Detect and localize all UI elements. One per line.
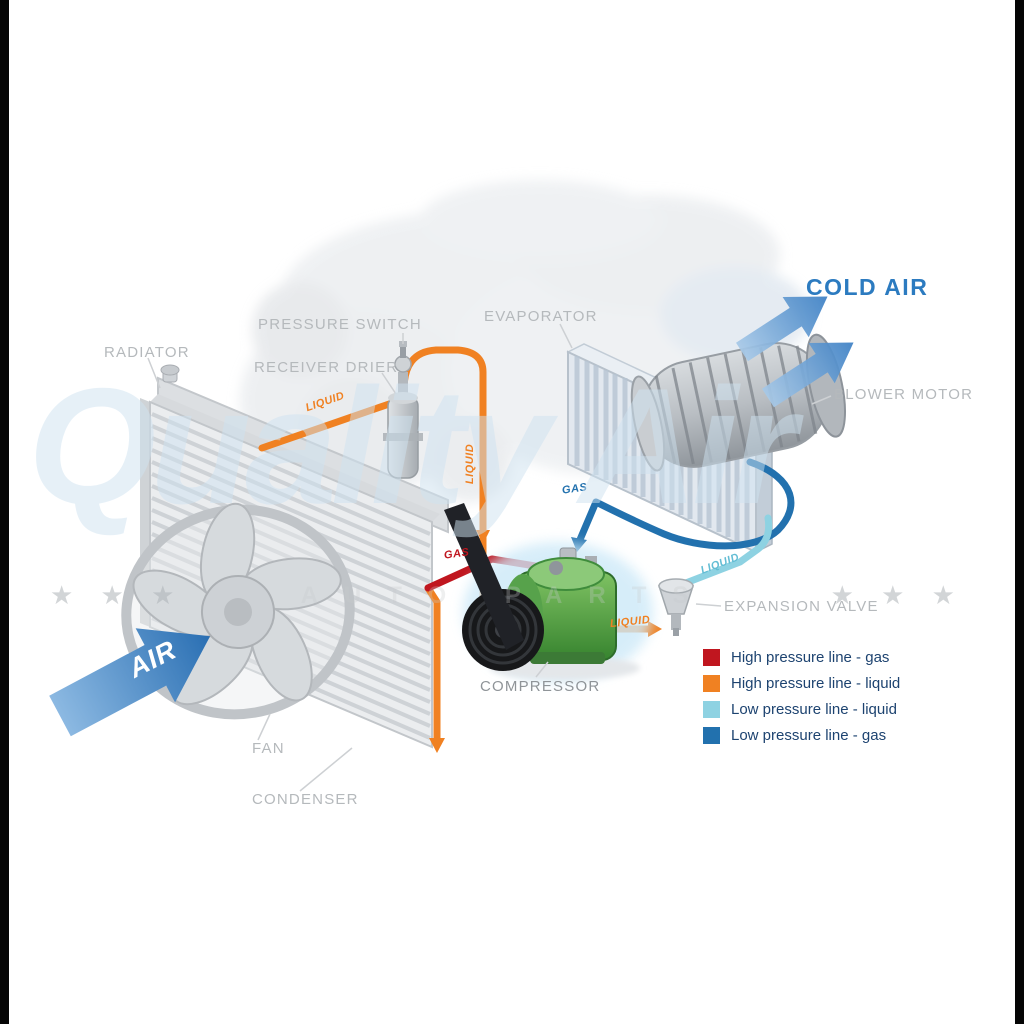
fan-label: FAN [252, 740, 285, 757]
pressure-switch-stem [400, 346, 406, 358]
air-arrow-icon [49, 628, 211, 737]
legend-label: High pressure line - gas [731, 649, 890, 666]
cold-air-arrow-icon [762, 342, 854, 408]
compressor-graphic [444, 503, 653, 682]
legend-label: High pressure line - liquid [731, 675, 901, 692]
legend-label: Low pressure line - gas [731, 727, 887, 744]
receiver-drier-graphic [383, 341, 423, 479]
evaporator-label: EVAPORATOR [484, 308, 598, 325]
legend-swatch-low-pressure-liquid [703, 701, 720, 718]
arrow-right-icon [648, 621, 662, 637]
leader-lines [147, 323, 832, 792]
radiator-label: RADIATOR [104, 344, 190, 361]
expansion-valve-graphic [657, 578, 695, 636]
legend-item-low-pressure-liquid: Low pressure line - liquid [703, 701, 900, 718]
high-pressure-liquid-line-to-drier [258, 399, 396, 452]
legend-swatch-low-pressure-gas [703, 727, 720, 744]
legend-item-high-pressure-gas: High pressure line - gas [703, 649, 900, 666]
legend-swatch-high-pressure-liquid [703, 675, 720, 692]
low-pressure-liquid-line [674, 514, 773, 590]
cold-air-arrow-icon [736, 296, 828, 362]
legend-item-high-pressure-liquid: High pressure line - liquid [703, 675, 900, 692]
legend-swatch-high-pressure-gas [703, 649, 720, 666]
cold-air-label: COLD AIR [806, 274, 929, 300]
high-pressure-liquid-line-condenser-out [424, 584, 441, 744]
flow-arrowheads [429, 530, 662, 753]
compressor-label: COMPRESSOR [480, 678, 601, 695]
arrow-down-icon [476, 530, 490, 544]
cold-air-arrows [736, 296, 854, 408]
right-edge-bar [1015, 0, 1024, 1024]
condenser-label: CONDENSER [252, 791, 359, 808]
legend-item-low-pressure-gas: Low pressure line - gas [703, 727, 900, 744]
blower-motor-label: BLOWER MOTOR [834, 386, 974, 403]
liquid-flow-label: LIQUID [464, 443, 476, 485]
legend: High pressure line - gas High pressure l… [703, 649, 900, 753]
left-edge-bar [0, 0, 9, 1024]
refrigerant-lines [258, 346, 795, 744]
arrow-down-icon [429, 738, 445, 753]
legend-label: Low pressure line - liquid [731, 701, 897, 718]
receiver-drier-label: RECEIVER DRIER [254, 359, 399, 376]
pressure-switch-label: PRESSURE SWITCH [258, 316, 422, 333]
compressor-belt [444, 503, 524, 650]
expansion-valve-label: EXPANSION VALVE [724, 598, 879, 615]
low-pressure-gas-line [575, 458, 795, 550]
